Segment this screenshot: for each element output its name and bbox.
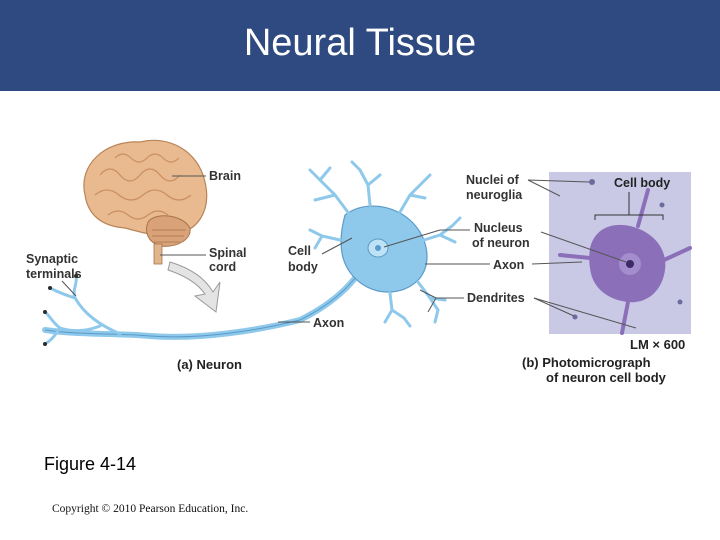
- cell-body-label-line1: Cell: [288, 244, 311, 258]
- nucleus-of-neuron-label-line1: Nucleus: [474, 221, 523, 235]
- synaptic-terminals-label-line2: terminals: [26, 267, 82, 281]
- figure-caption: Figure 4-14: [44, 454, 137, 474]
- brain-label: Brain: [209, 169, 241, 183]
- dendrites-label: Dendrites: [467, 291, 525, 305]
- cell-body-label-line2: body: [288, 260, 318, 274]
- slide-title: Neural Tissue: [243, 22, 477, 64]
- cell-body-photo-label: Cell body: [614, 176, 670, 190]
- axon-label-b: Axon: [493, 258, 524, 272]
- nuclei-neuroglia-label-line2: neuroglia: [466, 188, 523, 202]
- axon-label-a: Axon: [313, 316, 344, 330]
- spinal-cord-label-line1: Spinal: [209, 246, 247, 260]
- brain-illustration: [83, 139, 208, 265]
- neuron-illustration: [42, 160, 462, 346]
- nucleus-of-neuron-label-line2: of neuron: [472, 236, 530, 250]
- caption-b-line2: of neuron cell body: [546, 370, 667, 385]
- photomicrograph: [549, 172, 692, 335]
- title-bar: Neural Tissue: [0, 0, 720, 91]
- magnification-label: LM × 600: [630, 337, 685, 352]
- nuclei-neuroglia-label-line1: Nuclei of: [466, 173, 520, 187]
- copyright-notice: Copyright © 2010 Pearson Education, Inc.: [52, 503, 249, 515]
- synaptic-terminals-label-line1: Synaptic: [26, 252, 78, 266]
- caption-b-line1: (b) Photomicrograph: [522, 355, 651, 370]
- spinal-cord-label-line2: cord: [209, 260, 236, 274]
- caption-a: (a) Neuron: [177, 357, 242, 372]
